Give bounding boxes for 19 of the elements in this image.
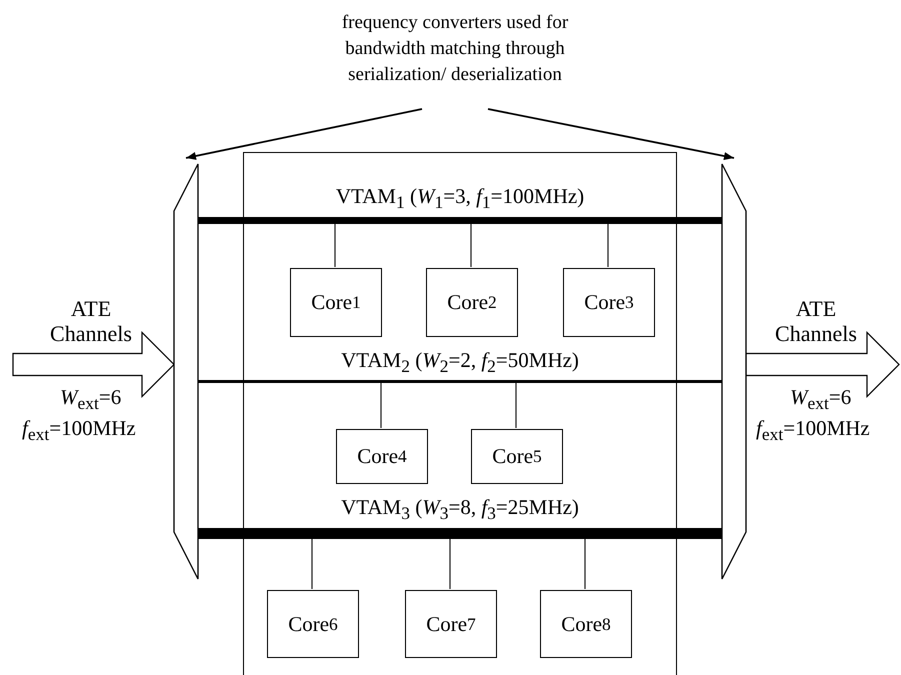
bus: VTAM$_{3}$ (W$_{3}$=8, f$_{3}$=25MHz) (198, 495, 722, 539)
connector-line (380, 382, 382, 428)
edge-label: ATE Channels (774, 296, 858, 346)
parameter-label: f$_{ext}$=100MHz (22, 416, 136, 446)
connector-line (470, 224, 472, 268)
chip-boundary (243, 152, 677, 675)
connector-line (584, 538, 586, 590)
bus: VTAM$_{2}$ (W$_{2}$=2, f$_{2}$=50MHz) (198, 348, 722, 383)
block-arrow (12, 331, 175, 398)
edge-label: ATE Channels (49, 296, 133, 346)
block-arrow (745, 331, 900, 398)
annotation-text: frequency converters used for bandwidth matching through serialization/ deserialization (305, 10, 605, 90)
arrow (186, 108, 422, 160)
parameter-label: W$_{ext}$=6 (790, 385, 852, 414)
arrow (488, 108, 734, 160)
bus: VTAM$_{1}$ (W$_{1}$=3, f$_{1}$=100MHz) (198, 184, 722, 224)
parameter-label: f$_{ext}$=100MHz (756, 416, 870, 446)
parameter-label: W$_{ext}$=6 (60, 385, 122, 414)
connector-line (334, 224, 336, 268)
